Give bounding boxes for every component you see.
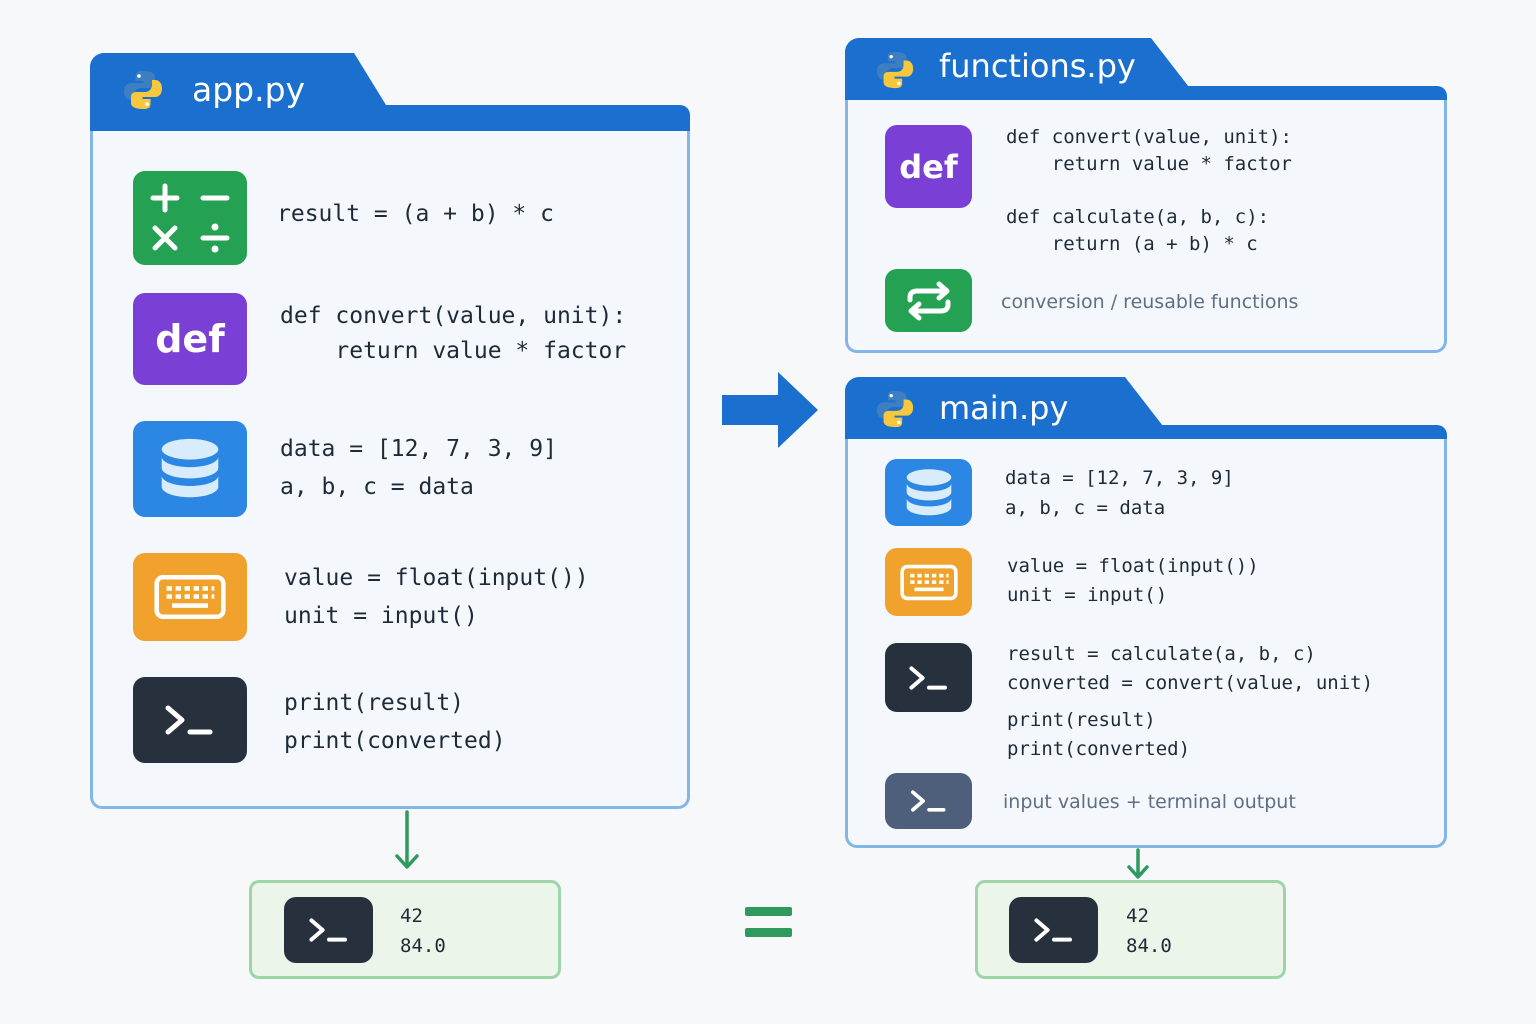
python-logo-icon xyxy=(875,389,915,429)
functions-file-card: functions.py def def convert(value, unit… xyxy=(845,38,1447,353)
code-line: print(converted) xyxy=(1007,738,1191,760)
code-line: data = [12, 7, 3, 9] xyxy=(280,436,557,462)
python-logo-icon xyxy=(122,69,164,111)
terminal-icon xyxy=(1009,897,1098,963)
code-line: value = float(input()) xyxy=(1007,555,1259,577)
terminal-icon xyxy=(885,643,972,712)
code-line: def convert(value, unit): xyxy=(280,303,627,329)
code-line: print(result) xyxy=(1007,709,1156,731)
output-box-left: 42 84.0 xyxy=(249,880,561,979)
code-line: def convert(value, unit): xyxy=(1006,126,1292,148)
database-icon xyxy=(885,459,972,526)
code-line: result = calculate(a, b, c) xyxy=(1007,643,1316,665)
output-box-right: 42 84.0 xyxy=(975,880,1286,979)
main-file-title: main.py xyxy=(939,389,1069,427)
down-arrow-icon xyxy=(1127,848,1149,879)
code-line: return value * factor xyxy=(280,338,627,364)
code-line: result = (a + b) * c xyxy=(277,201,554,227)
calculator-icon xyxy=(133,171,247,265)
swap-arrows-icon xyxy=(885,269,972,332)
code-line: unit = input() xyxy=(284,603,478,629)
def-icon: def xyxy=(885,125,972,208)
app-file-card: app.py result = (a + b) * c def def conv… xyxy=(90,53,690,809)
refactor-arrow-icon xyxy=(722,372,818,448)
main-caption: input values + terminal output xyxy=(1003,791,1296,813)
database-icon xyxy=(133,421,247,517)
keyboard-icon xyxy=(885,548,972,616)
functions-file-title: functions.py xyxy=(939,47,1136,85)
keyboard-icon xyxy=(133,553,247,641)
code-line: unit = input() xyxy=(1007,584,1168,606)
output-line: 84.0 xyxy=(1126,935,1172,957)
code-line: data = [12, 7, 3, 9] xyxy=(1005,467,1234,489)
app-file-title: app.py xyxy=(192,70,306,109)
functions-caption: conversion / reusable functions xyxy=(1001,291,1299,313)
terminal-icon xyxy=(885,773,972,829)
main-file-card: main.py data = [12, 7, 3, 9] a, b, c = d… xyxy=(845,377,1447,848)
output-line: 42 xyxy=(1126,905,1149,927)
code-line: a, b, c = data xyxy=(280,474,474,500)
equals-icon xyxy=(745,907,792,937)
code-line: def calculate(a, b, c): xyxy=(1006,206,1270,228)
code-line: a, b, c = data xyxy=(1005,497,1166,519)
code-line: return value * factor xyxy=(1006,153,1292,175)
def-icon: def xyxy=(133,293,247,385)
output-line: 84.0 xyxy=(400,935,446,957)
code-line: print(converted) xyxy=(284,728,506,754)
code-line: value = float(input()) xyxy=(284,565,589,591)
code-line: converted = convert(value, unit) xyxy=(1007,672,1374,694)
python-logo-icon xyxy=(875,50,915,90)
down-arrow-icon xyxy=(395,810,419,869)
terminal-icon xyxy=(133,677,247,763)
code-line: print(result) xyxy=(284,690,465,716)
terminal-icon xyxy=(284,897,373,963)
code-line: return (a + b) * c xyxy=(1006,233,1258,255)
output-line: 42 xyxy=(400,905,423,927)
